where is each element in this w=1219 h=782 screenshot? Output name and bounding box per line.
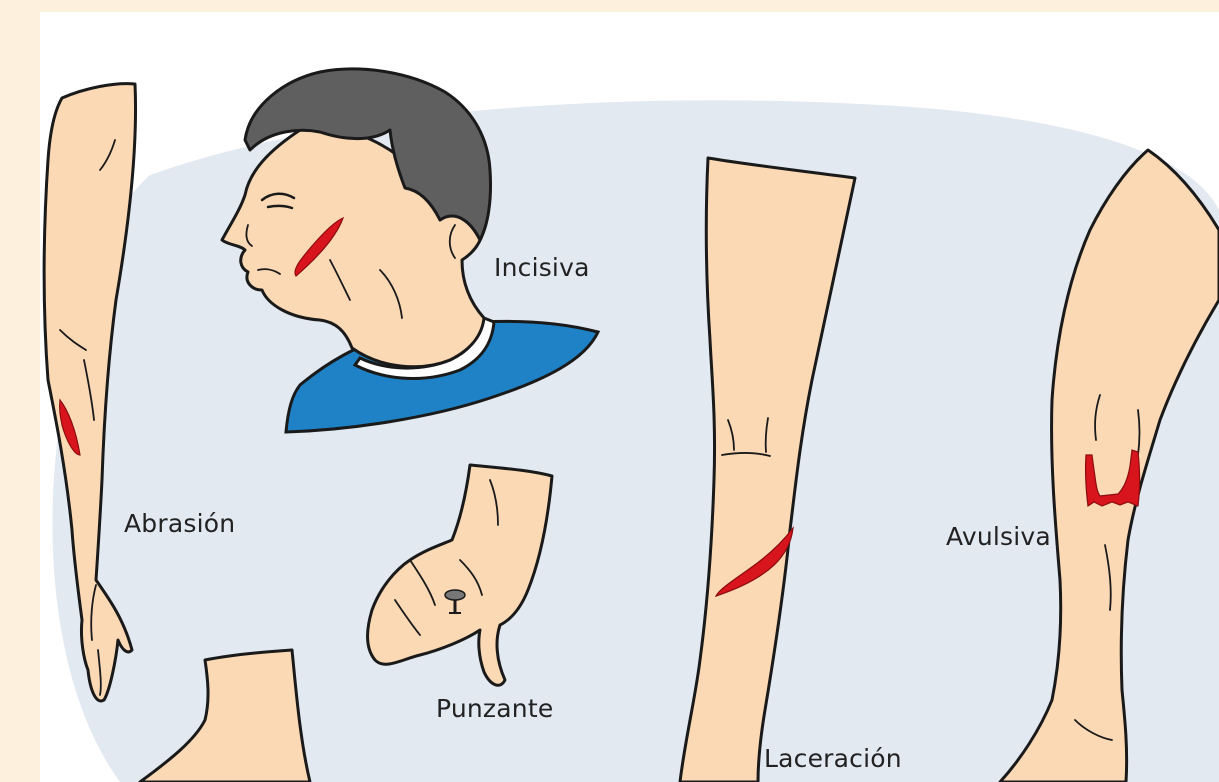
label-abrasion: Abrasión: [124, 509, 235, 538]
label-avulsiva: Avulsiva: [946, 522, 1051, 551]
label-punzante: Punzante: [436, 694, 553, 723]
illustration-panel: Incisiva Abrasión Punzante Avulsiva Lace…: [40, 12, 1219, 782]
wound-types-illustration: [40, 12, 1219, 782]
label-incisiva: Incisiva: [494, 253, 590, 282]
label-laceracion: Laceración: [764, 744, 902, 773]
